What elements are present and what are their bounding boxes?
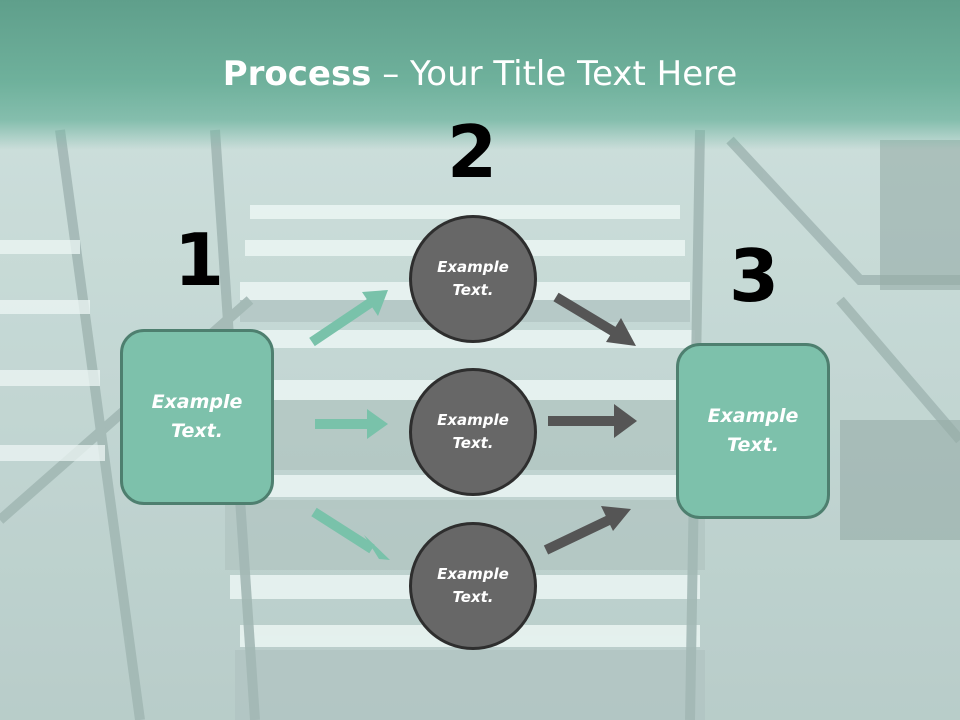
arrow-1-to-2-top (309, 290, 388, 347)
step-2-circle-bottom: Example Text. (409, 522, 537, 650)
title-bold: Process (222, 54, 372, 94)
arrow-2-middle-to-3 (548, 404, 637, 438)
slide-title: Process – Your Title Text Here (0, 52, 960, 96)
step-2-circle-top: Example Text. (409, 215, 537, 343)
title-rest: – Your Title Text Here (371, 54, 738, 94)
step-2-circle-middle: Example Text. (409, 368, 537, 496)
arrow-2-bottom-to-3 (543, 506, 631, 555)
step-number-3: 3 (728, 234, 780, 318)
arrow-1-to-2-middle (315, 409, 388, 439)
step-2-circle-bottom-text: Example Text. (437, 565, 509, 606)
step-1-box: Example Text. (120, 329, 274, 505)
title-band (0, 0, 960, 150)
step-2-circle-top-text: Example Text. (437, 258, 509, 299)
step-2-circle-middle-text: Example Text. (437, 411, 509, 452)
step-number-2: 2 (446, 110, 498, 194)
step-number-1: 1 (173, 218, 225, 302)
step-3-box: Example Text. (676, 343, 830, 519)
arrow-1-to-2-bottom (311, 507, 390, 560)
step-1-text: Example Text. (151, 391, 243, 442)
step-3-text: Example Text. (707, 405, 799, 456)
arrow-2-top-to-3 (553, 292, 636, 346)
